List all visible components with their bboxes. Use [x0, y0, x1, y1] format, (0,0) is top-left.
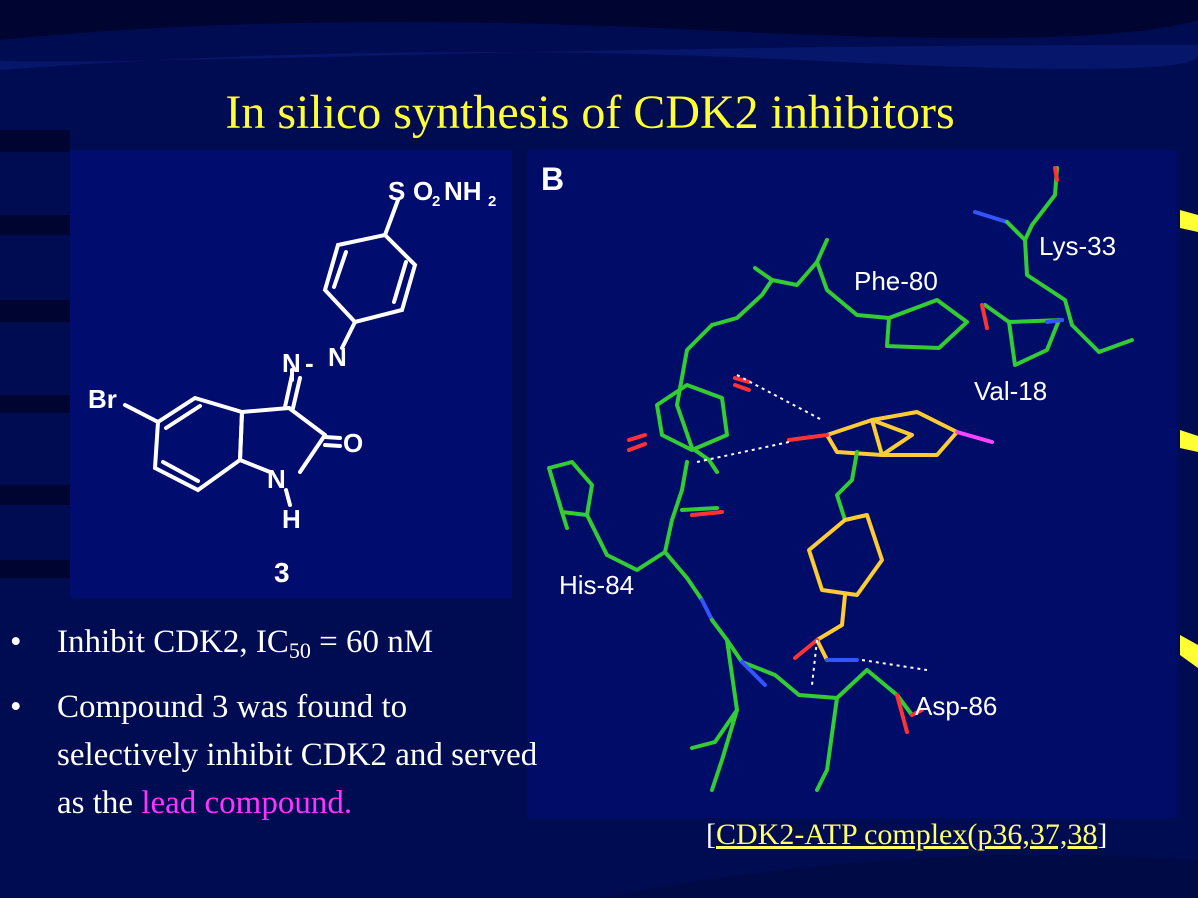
residue-label-val-18: Val-18	[974, 376, 1047, 406]
reference-open-bracket: [	[706, 818, 716, 851]
azo-nitrogen-2-label: N	[328, 342, 347, 372]
ring-hydrogen-label: H	[282, 504, 301, 534]
residue-label-asp-86: Asp-86	[915, 691, 997, 721]
residue-label-his-84: His-84	[559, 570, 634, 600]
reference-close-bracket: ]	[1097, 818, 1108, 851]
bullet-marker: •	[10, 689, 22, 725]
ic50-value: = 60 nM	[310, 624, 434, 660]
lead-text: Compound 3 was found to selectively inhi…	[57, 689, 538, 821]
compound-structure-figure: S O 2 NH 2 N - N Br O N H 3	[70, 150, 512, 598]
panel-b-label: B	[541, 161, 564, 197]
ring-nitrogen-label: N	[267, 464, 286, 494]
lead-compound-highlight: lead compound.	[141, 785, 353, 821]
cdk2-complex-figure: B Phe-80 Lys-33 Val-18 His-84 Asp-86	[527, 150, 1177, 818]
bromine-label: Br	[88, 384, 117, 414]
subscript-2-label: 2	[432, 193, 440, 210]
residue-label-lys-33: Lys-33	[1039, 231, 1116, 261]
subscript-2b-label: 2	[488, 193, 496, 210]
reference-citation: [CDK2-ATP complex(p36,37,38]	[706, 818, 1107, 852]
compound-number-label: 3	[274, 557, 290, 588]
ic50-subscript: 50	[288, 638, 311, 663]
azo-nitrogen-1-label: N	[282, 348, 301, 378]
azo-dash-label: -	[305, 348, 314, 378]
oxygen-atom-label: O	[413, 176, 433, 206]
reference-link[interactable]: CDK2-ATP complex(p36,37,38	[716, 818, 1098, 851]
amine-label: NH	[444, 176, 482, 206]
slide-title: In silico synthesis of CDK2 inhibitors	[225, 86, 955, 139]
ic50-text: Inhibit CDK2, IC	[57, 624, 289, 660]
bullet-list: • Inhibit CDK2, IC50 = 60 nM • Compound …	[10, 618, 550, 827]
carbonyl-oxygen-label: O	[343, 428, 363, 458]
bullet-item-ic50: • Inhibit CDK2, IC50 = 60 nM	[10, 618, 550, 675]
bullet-marker: •	[10, 624, 22, 660]
sulfur-atom-label: S	[388, 176, 405, 206]
residue-label-phe-80: Phe-80	[854, 266, 938, 296]
bullet-item-lead: • Compound 3 was found to selectively in…	[10, 683, 550, 827]
